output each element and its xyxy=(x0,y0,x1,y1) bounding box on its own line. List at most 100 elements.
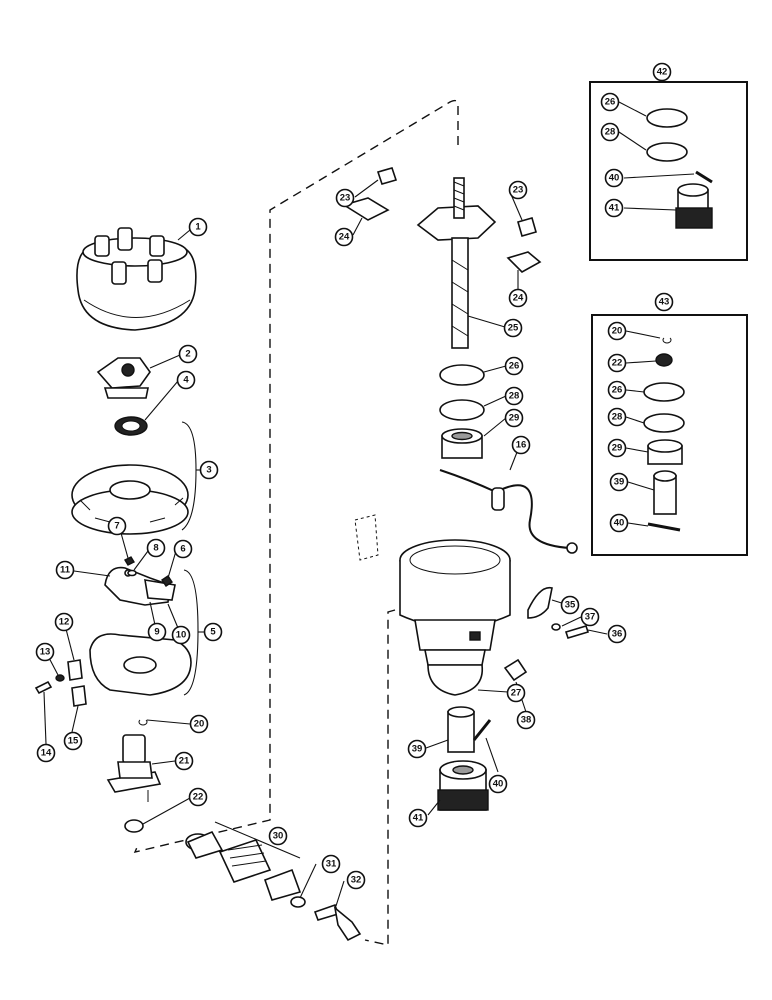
svg-text:9: 9 xyxy=(154,627,159,638)
part-point-set xyxy=(104,566,176,606)
part-shaft-and-cam xyxy=(416,177,497,349)
callout-39-kit43: 39 xyxy=(609,472,629,492)
part-nut-22-left xyxy=(124,819,144,833)
svg-text:16: 16 xyxy=(516,440,527,451)
part-bearing-29 xyxy=(441,428,483,459)
part-ring-28 xyxy=(439,399,485,421)
callout-4: 4 xyxy=(176,370,196,390)
svg-text:28: 28 xyxy=(612,412,623,423)
part-pin-40 xyxy=(472,719,492,741)
svg-text:25: 25 xyxy=(508,323,519,334)
svg-text:10: 10 xyxy=(176,630,187,641)
part-screw-6 xyxy=(161,575,173,587)
svg-text:37: 37 xyxy=(585,612,596,623)
part-washer-8 xyxy=(127,569,137,577)
svg-text:26: 26 xyxy=(509,361,520,372)
part-distributor-base-plate xyxy=(89,633,192,696)
part-gear-41 xyxy=(437,760,489,811)
callout-38: 38 xyxy=(516,710,536,730)
kit-box-43 xyxy=(591,314,748,556)
svg-text:35: 35 xyxy=(565,600,576,611)
callout-41-kit42: 41 xyxy=(604,198,624,218)
kit43-clip-20 xyxy=(662,337,672,344)
svg-text:39: 39 xyxy=(412,744,423,755)
callout-10: 10 xyxy=(171,625,191,645)
svg-text:40: 40 xyxy=(609,173,620,184)
svg-text:5: 5 xyxy=(210,627,216,638)
callout-11: 11 xyxy=(55,560,75,580)
callout-28-centre: 28 xyxy=(504,386,524,406)
kit43-nut-22 xyxy=(655,353,673,367)
part-spring-23-right xyxy=(517,217,537,237)
callout-40-centre: 40 xyxy=(488,774,508,794)
part-screw-7 xyxy=(124,556,135,566)
callout-40-kit42: 40 xyxy=(604,168,624,188)
callout-2: 2 xyxy=(178,344,198,364)
callout-13: 13 xyxy=(35,642,55,662)
part-drive-housing xyxy=(106,734,162,802)
callout-26-centre: 26 xyxy=(504,356,524,376)
callout-28-kit43: 28 xyxy=(607,407,627,427)
svg-text:40: 40 xyxy=(493,779,504,790)
callout-14: 14 xyxy=(36,743,56,763)
part-coupling-assembly xyxy=(185,830,306,908)
svg-text:7: 7 xyxy=(114,521,119,532)
svg-text:24: 24 xyxy=(339,232,350,243)
callout-30: 30 xyxy=(268,826,288,846)
callout-41-centre: 41 xyxy=(408,808,428,828)
callout-25: 25 xyxy=(503,318,523,338)
svg-text:8: 8 xyxy=(153,543,158,554)
svg-text:20: 20 xyxy=(612,326,623,337)
part-distributor-housing xyxy=(399,539,511,696)
svg-text:43: 43 xyxy=(659,297,670,308)
part-washer-37 xyxy=(551,623,561,631)
part-breaker-plate xyxy=(71,464,189,535)
part-spring-23-left xyxy=(376,167,398,185)
part-sleeve-39 xyxy=(447,706,475,753)
svg-text:29: 29 xyxy=(509,413,520,424)
kit43-pin-40 xyxy=(647,522,681,532)
svg-text:6: 6 xyxy=(180,544,185,555)
svg-text:41: 41 xyxy=(609,203,620,214)
svg-text:22: 22 xyxy=(612,358,623,369)
callout-16: 16 xyxy=(511,435,531,455)
part-rotor xyxy=(96,357,151,399)
callout-7: 7 xyxy=(107,516,127,536)
part-distributor-cap xyxy=(76,227,197,331)
svg-text:14: 14 xyxy=(41,748,52,759)
kit42-ring-28 xyxy=(646,142,688,162)
svg-text:15: 15 xyxy=(68,736,79,747)
svg-text:23: 23 xyxy=(340,193,351,204)
callout-29-kit43: 29 xyxy=(607,438,627,458)
callout-22-kit43: 22 xyxy=(607,353,627,373)
callout-26-kit43: 26 xyxy=(607,380,627,400)
part-weight-24-right xyxy=(506,251,542,273)
svg-text:22: 22 xyxy=(193,792,204,803)
svg-text:11: 11 xyxy=(60,565,71,576)
svg-text:28: 28 xyxy=(605,127,616,138)
callout-23-left: 23 xyxy=(335,188,355,208)
kit43-bearing-29 xyxy=(647,439,683,465)
callout-20-left: 20 xyxy=(189,714,209,734)
callout-32: 32 xyxy=(346,870,366,890)
svg-text:30: 30 xyxy=(273,831,284,842)
svg-text:38: 38 xyxy=(521,715,532,726)
svg-text:20: 20 xyxy=(194,719,205,730)
svg-text:1: 1 xyxy=(195,222,201,233)
part-wire-16 xyxy=(439,469,571,549)
svg-text:23: 23 xyxy=(513,185,524,196)
kit43-ring-28 xyxy=(643,413,685,433)
kit43-sleeve-39 xyxy=(653,470,677,515)
svg-text:41: 41 xyxy=(413,813,424,824)
callout-9: 9 xyxy=(147,622,167,642)
svg-text:24: 24 xyxy=(513,293,524,304)
callout-21: 21 xyxy=(174,751,194,771)
svg-text:40: 40 xyxy=(614,518,625,529)
callout-23-right: 23 xyxy=(508,180,528,200)
kit42-ring-26 xyxy=(646,108,688,128)
callout-22-left: 22 xyxy=(188,787,208,807)
callout-12: 12 xyxy=(54,612,74,632)
callout-42: 42 xyxy=(652,62,672,82)
callout-37: 37 xyxy=(580,607,600,627)
